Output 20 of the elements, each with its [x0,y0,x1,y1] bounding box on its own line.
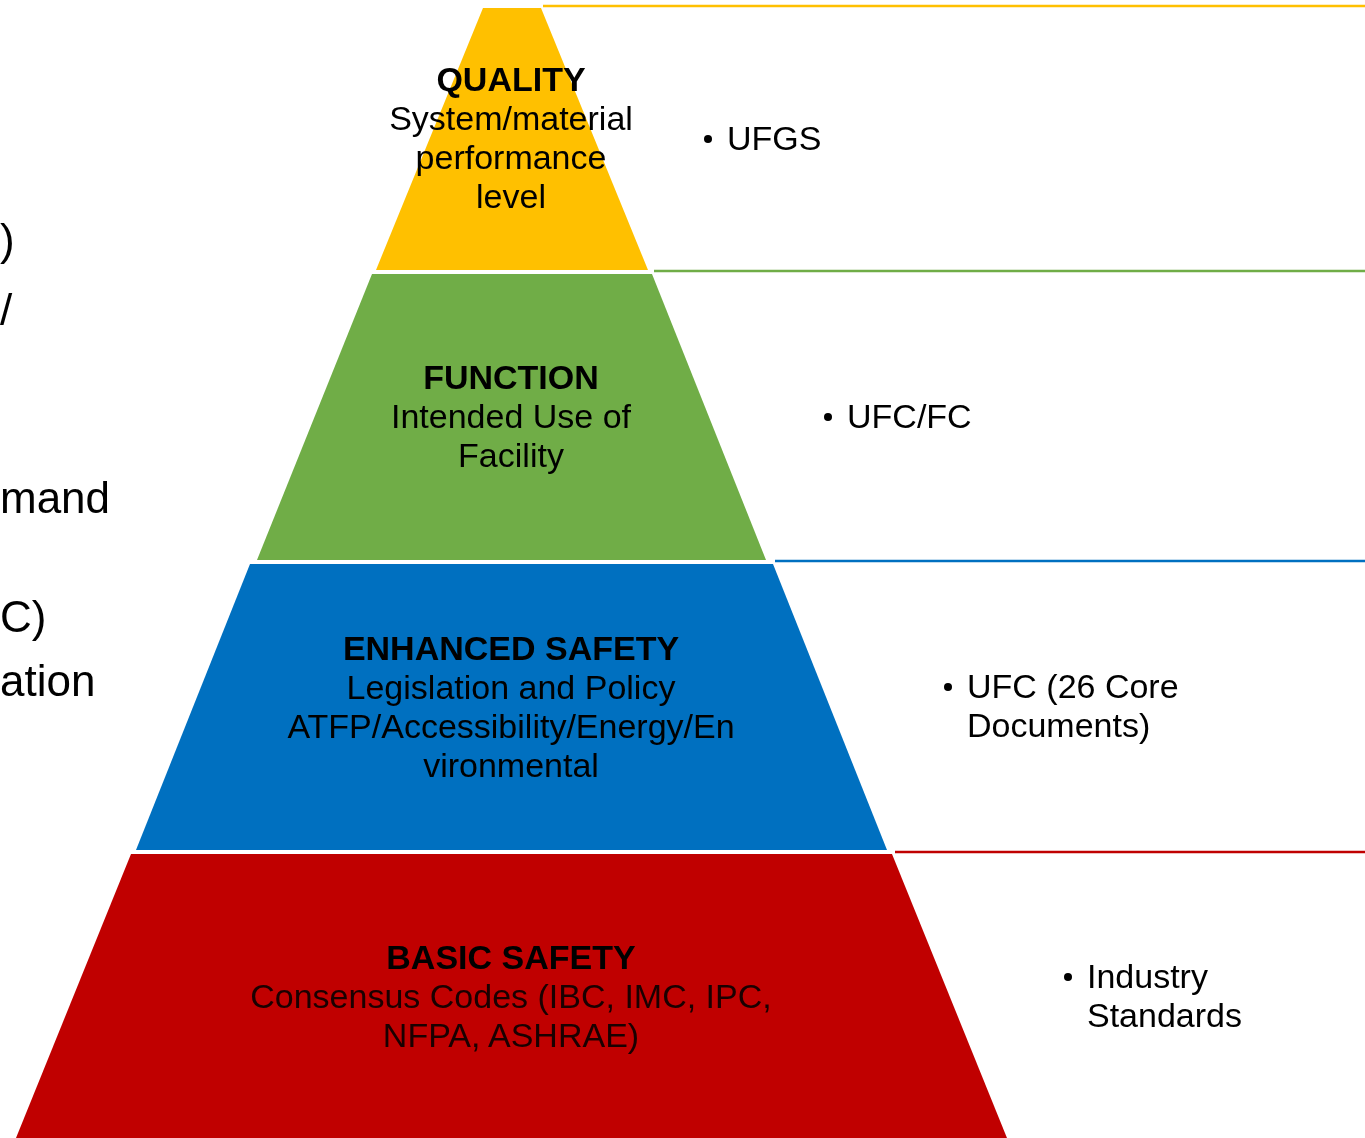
pyramid-tier [16,854,1007,1138]
cropped-text: mand [0,472,111,524]
pyramid-tier [376,8,648,270]
tier-description: Legislation and Policy [346,668,676,707]
standard-text: Industry Standards [1087,957,1243,1035]
standard-text: UFC (26 Core Documents) [967,667,1180,745]
standard-text: UFGS [727,119,822,158]
tier-heading: BASIC SAFETY [386,938,636,977]
cropped-text: C) [0,591,47,643]
cropped-text: ) [0,214,15,266]
pyramid-tier [136,564,887,850]
pyramid-tier [257,274,766,560]
cropped-text: / [0,284,13,336]
tier-heading: FUNCTION [423,358,599,397]
tier-description: ATFP/Accessibility/Energy/Environmental [286,707,736,785]
tier-heading: ENHANCED SAFETY [342,629,680,668]
tier-description: Intended Use of Facility [389,397,633,475]
standard-text: UFC/FC [847,397,972,436]
tier-description: Consensus Codes (IBC, IMC, IPC, NFPA, ASHRAE) [249,977,773,1055]
cropped-text: ation [0,655,96,707]
